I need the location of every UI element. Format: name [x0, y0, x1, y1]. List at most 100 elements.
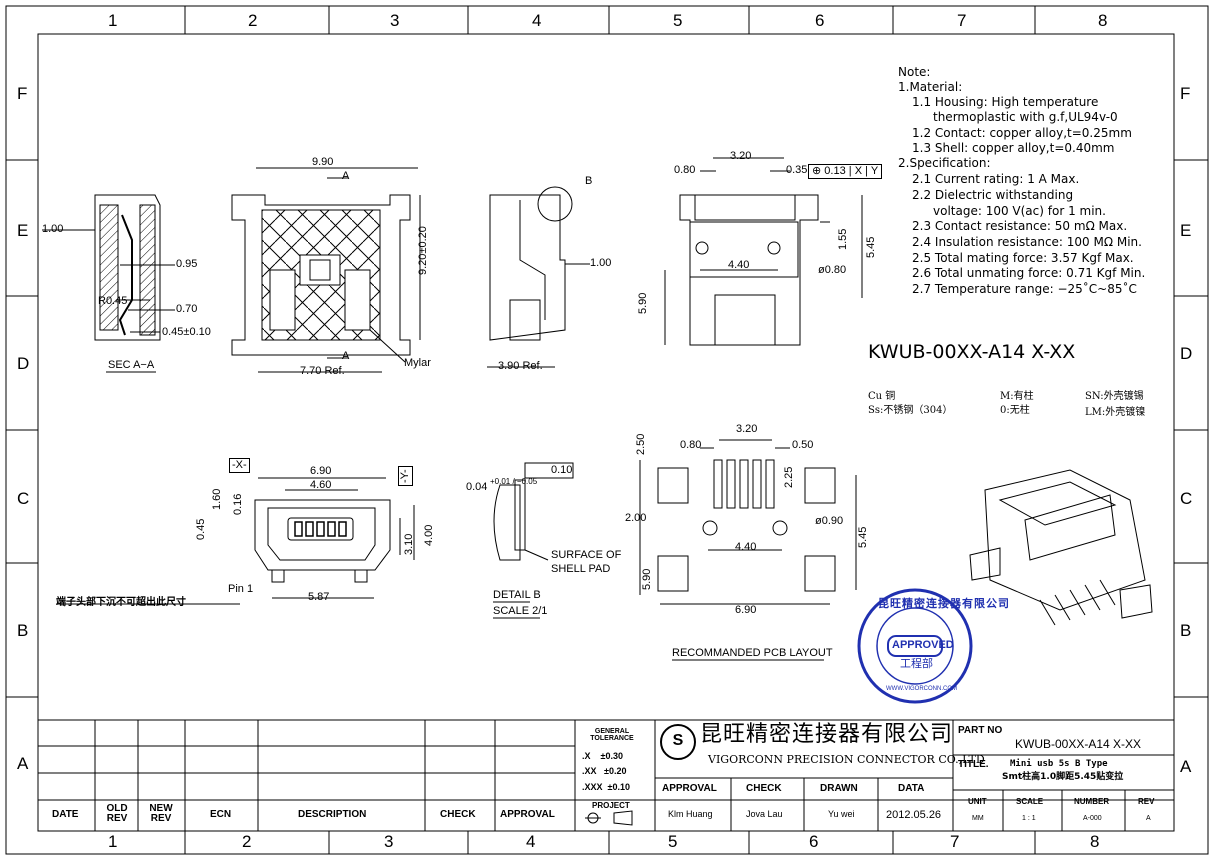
sign-header-check: CHECK: [746, 783, 782, 794]
info-value-number: A-000: [1083, 815, 1102, 822]
note-line: voltage: 100 V(ac) for 1 min.: [933, 204, 1106, 218]
dim-label: 0.80: [680, 439, 702, 451]
sign-value-date: 2012.05.26: [886, 809, 942, 821]
dim-label: ø0.90: [815, 515, 844, 527]
zone-row-f-right: F: [1180, 84, 1191, 103]
dim-label: 5.87: [308, 591, 330, 603]
note-line: 2.7 Temperature range: −25˚C~85˚C: [912, 282, 1137, 296]
dim-label: 0.35: [786, 164, 808, 176]
dim-label: 2.00: [625, 512, 647, 524]
zone-ticks: [6, 6, 1208, 854]
sign-header-drawn: DRAWN: [820, 783, 858, 794]
part-no-value: KWUB-00XX-A14 X-XX: [1015, 737, 1142, 751]
option-plating-sn: SN:外壳镀锡: [1085, 391, 1144, 402]
option-post-m: M:有柱: [1000, 391, 1034, 402]
dim-label: 9.90: [312, 156, 334, 168]
dim-label: 4.40: [728, 259, 750, 271]
stamp-web: WWW.VIGORCONN.COM: [886, 686, 957, 692]
option-post-0: 0:无柱: [1000, 405, 1030, 416]
sign-header-approval: APPROVAL: [662, 783, 717, 794]
dim-label: 4.60: [310, 479, 332, 491]
zone-col-8-bottom: 8: [1090, 832, 1100, 851]
dim-label: 0.45: [195, 518, 207, 540]
title-label: TITLE.: [958, 759, 989, 770]
dim-label: 6.90: [310, 465, 332, 477]
zone-row-d: D: [17, 354, 30, 373]
note-line: 1.1 Housing: High temperature: [912, 95, 1099, 109]
section-marker: A: [342, 350, 350, 362]
callout-shell-pad: SHELL PAD: [551, 563, 611, 575]
tolerance-x: .X ±0.30: [582, 751, 623, 761]
inner-frame: [37, 33, 1175, 832]
note-line: 2.Specification:: [898, 156, 991, 170]
rev-header-description: DESCRIPTION: [298, 809, 367, 820]
note-line: thermoplastic with g.f,UL94v-0: [933, 110, 1118, 124]
position-tolerance-frame: ⊕ 0.13 | X | Y: [808, 164, 883, 179]
front-view: [231, 167, 421, 373]
dim-label: 5.90: [641, 568, 653, 590]
dim-label: 0.04: [466, 481, 488, 493]
isometric-view: [969, 469, 1153, 626]
datum-y: -Y-: [398, 466, 413, 486]
zone-row-e: E: [17, 221, 29, 240]
note-line: 1.Material:: [898, 80, 963, 94]
dim-label: 0.70: [176, 303, 198, 315]
dim-label: 4.00: [423, 524, 435, 546]
note-line: 2.1 Current rating: 1 A Max.: [912, 172, 1080, 186]
zone-row-d-right: D: [1180, 344, 1193, 363]
note-line: 2.6 Total unmating force: 0.71 Kgf Min.: [912, 266, 1146, 280]
view-label-detail-b: DETAIL B: [493, 589, 541, 601]
stamp-approved: APPROVED: [892, 639, 954, 651]
dim-label: 4.40: [735, 541, 757, 553]
dim-label: 0.16: [232, 493, 244, 515]
zone-row-a-right: A: [1180, 757, 1192, 776]
dim-label: 5.45: [865, 236, 877, 258]
detail-marker-b: B: [585, 175, 593, 187]
dim-label: 1.00: [42, 223, 64, 235]
flatness-value: 0.10: [551, 464, 573, 476]
callout-pin-1: Pin 1: [228, 583, 254, 595]
note-line: 2.2 Dielectric withstanding: [912, 188, 1074, 202]
tolerance-xxx: .XXX ±0.10: [582, 782, 630, 792]
info-header-rev: REV: [1138, 797, 1155, 806]
dim-label: 3.10: [403, 533, 415, 555]
dim-label: R0.45: [98, 295, 128, 307]
dim-label: 0.80: [674, 164, 696, 176]
part-code-main: KWUB-00XX-A14 X-XX: [868, 341, 1076, 363]
dim-label: 2.50: [635, 433, 647, 455]
zone-col-6: 6: [815, 11, 825, 30]
zone-row-b-right: B: [1180, 621, 1192, 640]
general-tolerance-title: GENERAL TOLERANCE: [590, 728, 634, 742]
approved-stamp: [857, 588, 973, 704]
zone-col-5: 5: [673, 11, 683, 30]
stamp-dept: 工程部: [900, 657, 933, 670]
callout-surface: SURFACE OF: [551, 549, 622, 561]
end-view: [56, 477, 415, 605]
view-label-sec-a-a: SEC A−A: [108, 359, 155, 371]
info-header-number: NUMBER: [1074, 797, 1110, 806]
dim-tolerance: +0.01 / −0.05: [490, 477, 538, 486]
sign-header-data: DATA: [898, 783, 925, 794]
info-header-unit: UNIT: [968, 797, 987, 806]
zone-row-c: C: [17, 489, 30, 508]
rev-header-approval: APPROVAL: [500, 809, 555, 820]
dim-label: 7.70 Ref.: [300, 365, 345, 377]
section-marker: A: [342, 170, 350, 182]
dim-label: 3.20: [730, 150, 752, 162]
zone-row-e-right: E: [1180, 221, 1192, 240]
rev-header-old-rev: OLD REV: [106, 803, 128, 824]
info-value-rev: A: [1146, 815, 1151, 822]
zone-col-5-bottom: 5: [668, 832, 678, 851]
company-name-en: VIGORCONN PRECISION CONNECTOR CO.,LTD: [708, 753, 985, 766]
zone-col-2: 2: [248, 11, 258, 30]
detail-b-view: [493, 462, 574, 619]
zone-col-8: 8: [1098, 11, 1108, 30]
zone-col-3: 3: [390, 11, 400, 30]
callout-mylar: Mylar: [404, 357, 431, 369]
stamp-ring-text: 昆旺精密连接器有限公司: [878, 597, 1010, 610]
title-line-1: Mini usb 5s B Type: [1010, 759, 1108, 769]
sign-value-drawn: Yu wei: [828, 809, 855, 819]
note-line: 1.2 Contact: copper alloy,t=0.25mm: [912, 126, 1132, 140]
note-line: 1.3 Shell: copper alloy,t=0.40mm: [912, 141, 1115, 155]
